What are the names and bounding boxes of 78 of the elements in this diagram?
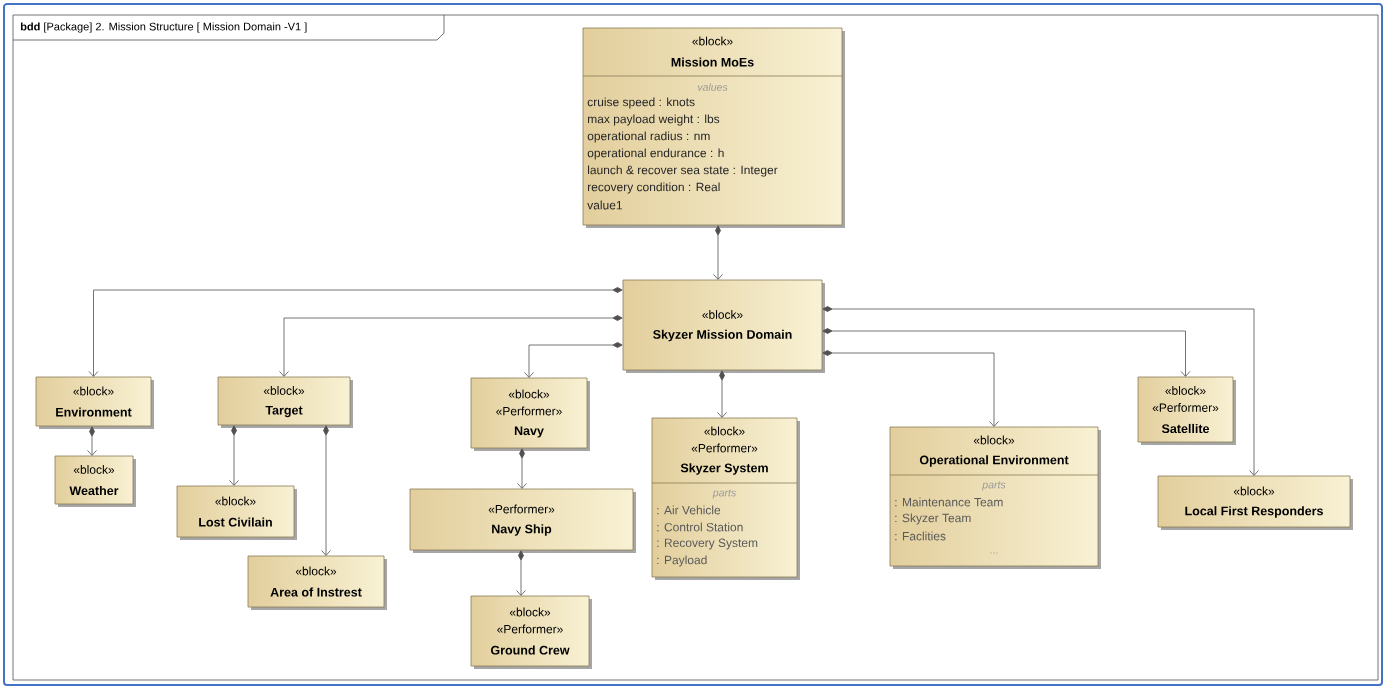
stereotype-text: «block» bbox=[508, 389, 550, 399]
block-box bbox=[582, 27, 845, 228]
property-text: operational radius : nm bbox=[587, 131, 710, 143]
block-name: Target bbox=[265, 405, 303, 418]
block-box bbox=[409, 488, 636, 553]
block-box bbox=[1137, 376, 1236, 445]
block-name: Local First Responders bbox=[1185, 506, 1323, 518]
block-name: Operational Environment bbox=[919, 455, 1069, 467]
property-text: : Recovery System bbox=[657, 538, 758, 550]
composition-arrow bbox=[517, 448, 527, 489]
stereotype-text: «block» bbox=[1165, 386, 1206, 395]
stereotype-text: «block» bbox=[509, 607, 551, 617]
property-text: : Faclities bbox=[895, 531, 946, 541]
property-text: value1 bbox=[587, 200, 622, 210]
stereotype-text: «block» bbox=[295, 566, 337, 576]
block-box bbox=[470, 377, 590, 451]
block-box bbox=[247, 555, 387, 610]
frame-tab: bdd [Package] 2. Mission Structure [ Mission Domain -V1 ] bbox=[12, 14, 445, 41]
block-box bbox=[1157, 475, 1353, 530]
block-name: Skyzer Mission Domain bbox=[653, 329, 792, 342]
composition-arrow bbox=[822, 306, 1259, 476]
property-text: cruise speed : knots bbox=[587, 97, 695, 109]
block-name: Weather bbox=[69, 485, 119, 496]
composition-arrow bbox=[524, 342, 623, 378]
compartment-label: parts bbox=[982, 481, 1006, 491]
property-text: max payload weight : lbs bbox=[588, 114, 720, 126]
stereotype-text: «Performer» bbox=[496, 406, 562, 416]
ellipsis-text: ... bbox=[990, 552, 998, 554]
composition-arrow bbox=[321, 425, 331, 556]
block-box bbox=[622, 279, 825, 373]
composition-arrow bbox=[516, 550, 526, 596]
compartment-label: values bbox=[697, 83, 728, 91]
property-text: launch & recover sea state : Integer bbox=[588, 165, 778, 177]
property-text: : Maintenance Team bbox=[895, 497, 1003, 507]
block-name: Area of Instrest bbox=[270, 587, 362, 597]
block-name: Ground Crew bbox=[490, 645, 570, 655]
composition-arrow bbox=[88, 287, 623, 377]
block-name: Navy Ship bbox=[492, 524, 552, 536]
compartment-label: parts bbox=[712, 489, 736, 499]
block-box bbox=[217, 376, 353, 428]
composition-arrow bbox=[229, 425, 239, 486]
property-text: recovery condition : Real bbox=[588, 182, 720, 194]
block-name: Skyzer System bbox=[680, 463, 768, 475]
block-name: Navy bbox=[514, 426, 544, 438]
composition-arrow bbox=[279, 315, 623, 377]
composition-arrow bbox=[713, 225, 723, 280]
stereotype-text: «block» bbox=[215, 496, 256, 506]
stereotype-text: «block» bbox=[973, 435, 1015, 445]
composition-arrow bbox=[87, 426, 97, 456]
block-box bbox=[54, 455, 136, 507]
block-box bbox=[651, 417, 800, 580]
stereotype-text: «Performer» bbox=[1152, 403, 1219, 412]
block-name: Environment bbox=[56, 407, 132, 417]
property-text: : Control Station bbox=[657, 522, 743, 532]
property-text: : Air Vehicle bbox=[657, 505, 721, 515]
property-text: : Skyzer Team bbox=[895, 513, 971, 525]
block-box bbox=[470, 595, 592, 669]
composition-arrow bbox=[717, 370, 727, 418]
stereotype-text: «Performer» bbox=[497, 624, 563, 634]
composition-arrow bbox=[822, 328, 1191, 377]
block-box bbox=[35, 376, 154, 429]
stereotype-text: «block» bbox=[1233, 486, 1275, 496]
stereotype-text: «Performer» bbox=[691, 443, 758, 453]
block-name: Satellite bbox=[1161, 423, 1210, 434]
composition-arrow bbox=[822, 350, 999, 427]
property-text: : Payload bbox=[657, 555, 707, 567]
block-name: Lost Civilain bbox=[199, 517, 272, 527]
block-box bbox=[176, 485, 297, 540]
stereotype-text: «block» bbox=[704, 426, 745, 436]
property-text: operational endurance : h bbox=[587, 148, 724, 160]
stereotype-text: «block» bbox=[263, 386, 305, 395]
stereotype-text: «block» bbox=[73, 386, 114, 396]
stereotype-text: «block» bbox=[692, 36, 733, 46]
stereotype-text: «block» bbox=[702, 310, 743, 319]
block-box bbox=[889, 426, 1101, 569]
stereotype-text: «Performer» bbox=[488, 504, 555, 514]
stereotype-text: «block» bbox=[73, 465, 115, 474]
block-name: Mission MoEs bbox=[671, 57, 754, 67]
